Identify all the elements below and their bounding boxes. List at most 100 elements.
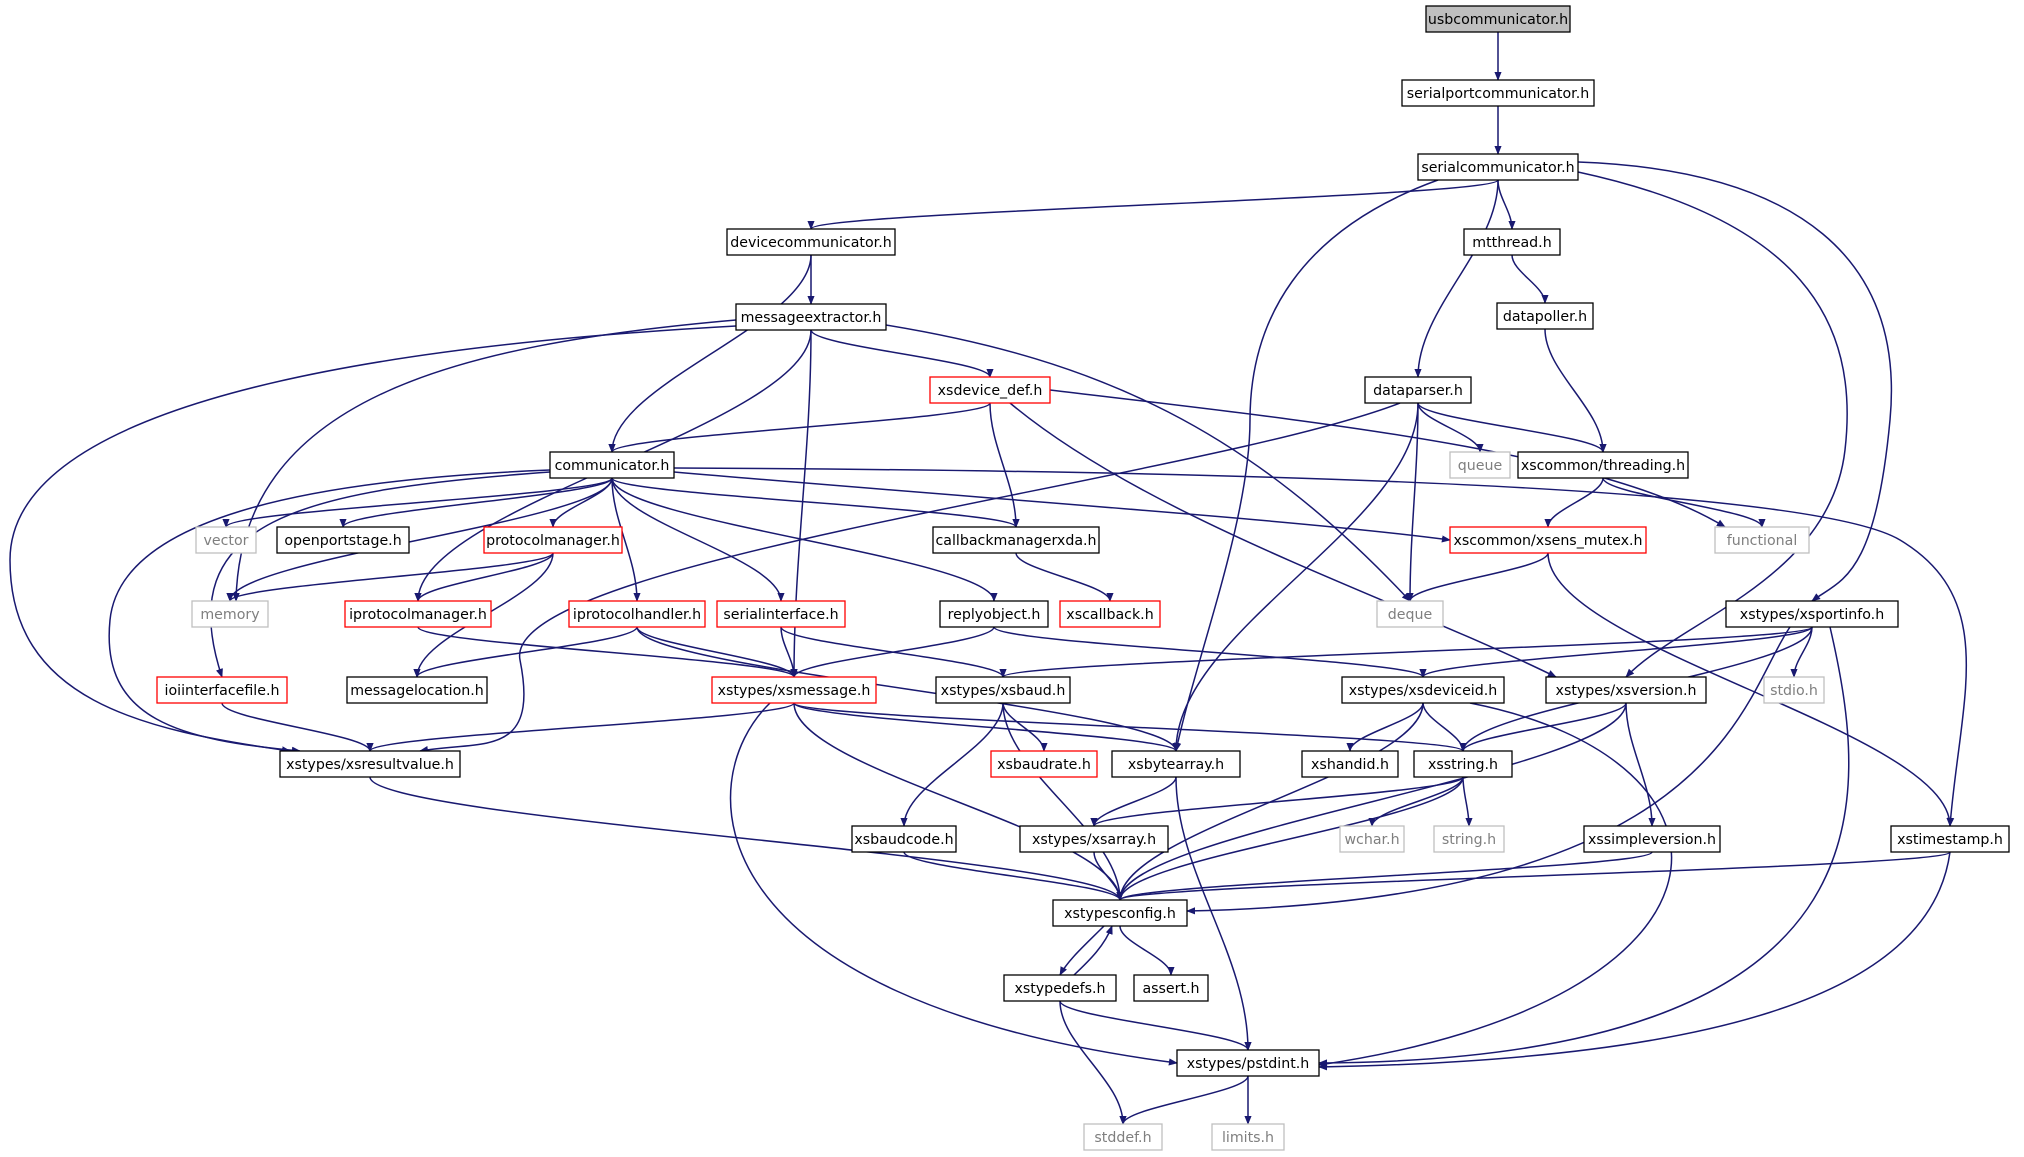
edge-communicator-to-replyobject — [611, 477, 998, 602]
edge-mtthread-to-datapoller — [1511, 254, 1549, 304]
node-replyobject[interactable]: replyobject.h — [939, 600, 1049, 628]
node-mtthread[interactable]: mtthread.h — [1463, 228, 1561, 256]
node-box — [1019, 825, 1169, 853]
edge-xsbaudcode-to-xstypesconfig — [903, 851, 1124, 901]
node-label: string.h — [1442, 832, 1496, 848]
edge-messageextractor-to-xsmessage — [790, 329, 812, 678]
node-xsstring[interactable]: xsstring.h — [1413, 750, 1513, 778]
node-xsens_mutex[interactable]: xscommon/xsens_mutex.h — [1449, 526, 1647, 554]
node-wchar[interactable]: wchar.h — [1339, 825, 1405, 853]
node-messagelocation[interactable]: messagelocation.h — [346, 676, 488, 704]
node-xssimpleversion[interactable]: xssimpleversion.h — [1583, 825, 1721, 853]
node-xstypesconfig[interactable]: xstypesconfig.h — [1052, 899, 1188, 927]
node-label: iprotocolmanager.h — [349, 607, 487, 623]
edge-iprotocolmanager-to-xsmessage — [417, 626, 798, 678]
node-box — [1449, 451, 1511, 479]
node-callbackmanagerxda[interactable]: callbackmanagerxda.h — [932, 526, 1100, 554]
node-xsresultvalue[interactable]: xstypes/xsresultvalue.h — [279, 750, 461, 778]
node-label: stdio.h — [1770, 683, 1818, 699]
edge-xsens_mutex-to-deque — [1406, 552, 1549, 602]
node-stdio[interactable]: stdio.h — [1763, 676, 1825, 704]
edge-dataparser-to-threading — [1417, 402, 1607, 453]
edge-xstimestamp-to-xstypesconfig — [1116, 851, 1951, 901]
node-box — [1890, 825, 2010, 853]
node-pstdint[interactable]: xstypes/pstdint.h — [1176, 1049, 1320, 1077]
edge-communicator-to-vector — [222, 477, 613, 528]
node-box — [568, 600, 706, 628]
edge-messageextractor-to-xsresultvalue — [9, 325, 737, 754]
node-assert[interactable]: assert.h — [1133, 974, 1209, 1002]
node-label: messagelocation.h — [350, 683, 484, 699]
node-serialportcommunicator[interactable]: serialportcommunicator.h — [1401, 79, 1595, 107]
node-xstimestamp[interactable]: xstimestamp.h — [1890, 825, 2010, 853]
node-string[interactable]: string.h — [1433, 825, 1505, 853]
node-box — [1496, 302, 1594, 330]
node-messageextractor[interactable]: messageextractor.h — [735, 303, 887, 331]
node-xshandid[interactable]: xshandid.h — [1301, 750, 1399, 778]
node-box — [1425, 5, 1571, 33]
node-label: mtthread.h — [1472, 235, 1551, 251]
node-box — [346, 676, 488, 704]
node-label: xscommon/threading.h — [1521, 458, 1685, 474]
node-communicator[interactable]: communicator.h — [549, 451, 675, 479]
node-ioiinterfacefile[interactable]: ioiinterfacefile.h — [156, 676, 288, 704]
node-label: xstypes/xsversion.h — [1556, 683, 1697, 699]
node-label: vector — [203, 533, 248, 549]
node-box — [726, 228, 896, 256]
edge-callbackmanagerxda-to-xscallback — [1015, 552, 1114, 602]
node-threading[interactable]: xscommon/threading.h — [1517, 451, 1689, 479]
node-xsdevice_def[interactable]: xsdevice_def.h — [929, 376, 1051, 404]
node-usbcommunicator[interactable]: usbcommunicator.h — [1425, 5, 1571, 33]
node-queue[interactable]: queue — [1449, 451, 1511, 479]
node-openportstage[interactable]: openportstage.h — [276, 526, 410, 554]
node-box — [932, 526, 1100, 554]
edge-dataparser-to-deque — [1406, 402, 1419, 602]
node-label: serialportcommunicator.h — [1407, 86, 1589, 102]
node-limits[interactable]: limits.h — [1211, 1123, 1285, 1151]
node-xsbaudrate[interactable]: xsbaudrate.h — [990, 750, 1098, 778]
node-xsbytearray[interactable]: xsbytearray.h — [1111, 750, 1241, 778]
node-iprotocolmanager[interactable]: iprotocolmanager.h — [344, 600, 492, 628]
edge-xstypesconfig-to-assert — [1119, 925, 1175, 976]
node-label: assert.h — [1142, 981, 1199, 997]
edge-xsbaud-to-xsbaudrate — [1002, 702, 1048, 752]
node-xsmessage[interactable]: xstypes/xsmessage.h — [711, 676, 877, 704]
node-devicecommunicator[interactable]: devicecommunicator.h — [726, 228, 896, 256]
edge-xsbaud-to-xstypesconfig — [1002, 702, 1124, 901]
node-box — [939, 600, 1049, 628]
edge-messageextractor-to-deque — [885, 324, 1411, 602]
node-box — [1583, 825, 1721, 853]
edge-threading-to-functional — [1602, 477, 1766, 528]
node-xsarray[interactable]: xstypes/xsarray.h — [1019, 825, 1169, 853]
node-stddef[interactable]: stddef.h — [1083, 1123, 1163, 1151]
node-label: xstypes/xsarray.h — [1032, 832, 1156, 848]
edge-serialcommunicator-to-mtthread — [1497, 179, 1516, 230]
edge-xstimestamp-to-pstdint — [1318, 851, 1951, 1071]
edge-xsstring-to-wchar — [1368, 776, 1464, 827]
node-xstypedefs[interactable]: xstypedefs.h — [1003, 974, 1117, 1002]
node-xsdeviceid[interactable]: xstypes/xsdeviceid.h — [1341, 676, 1505, 704]
node-label: iprotocolhandler.h — [573, 607, 701, 623]
node-deque[interactable]: deque — [1376, 600, 1444, 628]
node-serialinterface[interactable]: serialinterface.h — [716, 600, 846, 628]
node-serialcommunicator[interactable]: serialcommunicator.h — [1417, 153, 1579, 181]
node-xsversion[interactable]: xstypes/xsversion.h — [1545, 676, 1707, 704]
node-xsbaud[interactable]: xstypes/xsbaud.h — [935, 676, 1071, 704]
node-label: xstypes/xsdeviceid.h — [1349, 683, 1498, 699]
node-xsportinfo[interactable]: xstypes/xsportinfo.h — [1725, 600, 1899, 628]
node-label: xstypes/xsbaud.h — [941, 683, 1066, 699]
node-functional[interactable]: functional — [1714, 526, 1810, 554]
node-datapoller[interactable]: datapoller.h — [1496, 302, 1594, 330]
node-label: callbackmanagerxda.h — [935, 533, 1096, 549]
node-protocolmanager[interactable]: protocolmanager.h — [483, 526, 623, 554]
edge-xsens_mutex-to-xstimestamp — [1547, 552, 1954, 827]
node-iprotocolhandler[interactable]: iprotocolhandler.h — [568, 600, 706, 628]
node-xsbaudcode[interactable]: xsbaudcode.h — [851, 825, 957, 853]
node-box — [1083, 1123, 1163, 1151]
edge-threading-to-xsens_mutex — [1544, 477, 1604, 528]
node-label: xsdevice_def.h — [938, 383, 1043, 399]
node-memory[interactable]: memory — [191, 600, 269, 628]
node-dataparser[interactable]: dataparser.h — [1364, 376, 1472, 404]
node-vector[interactable]: vector — [195, 526, 257, 554]
node-xscallback[interactable]: xscallback.h — [1059, 600, 1161, 628]
